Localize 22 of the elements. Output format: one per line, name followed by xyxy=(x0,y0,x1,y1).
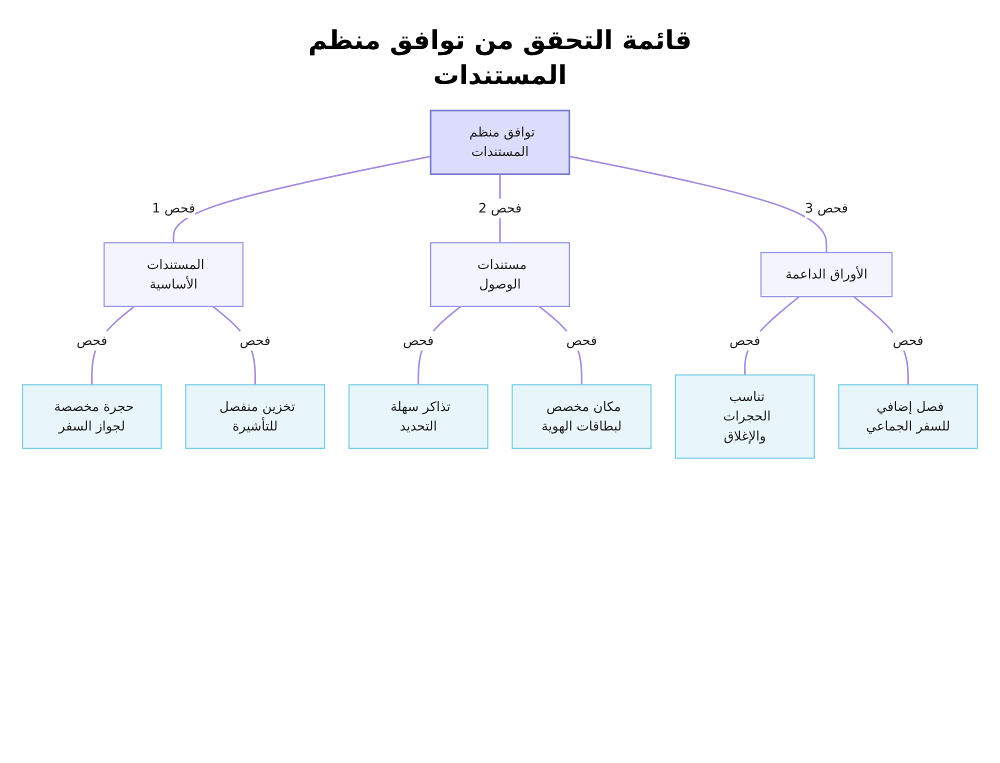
connector xyxy=(172,156,431,243)
node-box: مستندات الوصول xyxy=(430,242,570,308)
edge-label: فحص xyxy=(76,332,108,348)
edge-label: فحص xyxy=(403,332,434,348)
node-box: تذاكر سهلة التحديد xyxy=(348,384,488,450)
edge-label: فحص 2 xyxy=(478,200,522,216)
node-box: توافق منظم المستندات xyxy=(430,110,570,176)
edge-label: فحص 1 xyxy=(152,200,196,216)
node-box: حجرة مخصصة لجواز السفر xyxy=(22,384,162,450)
edge-label: فحص 3 xyxy=(804,200,848,216)
edge-label: فحص xyxy=(730,332,760,348)
node-box: مكان مخصص لبطاقات الهوية xyxy=(512,384,652,450)
node-box: فصل إضافي للسفر الجماعي xyxy=(838,384,978,450)
node-box: المستندات الأساسية xyxy=(104,242,244,308)
node-box: الأوراق الداعمة xyxy=(760,252,893,298)
diagram-title: قائمة التحقق من توافق منظم المستندات xyxy=(307,25,693,94)
node-box: تخزين منفصل للتأشيرة xyxy=(185,384,326,450)
edge-label: فحص xyxy=(240,332,270,348)
node-box: تناسب الحجرات والإغلاق xyxy=(674,374,815,460)
edge-label: فحص xyxy=(892,332,924,348)
edge-label: فحص xyxy=(566,332,597,348)
connector xyxy=(569,156,828,253)
